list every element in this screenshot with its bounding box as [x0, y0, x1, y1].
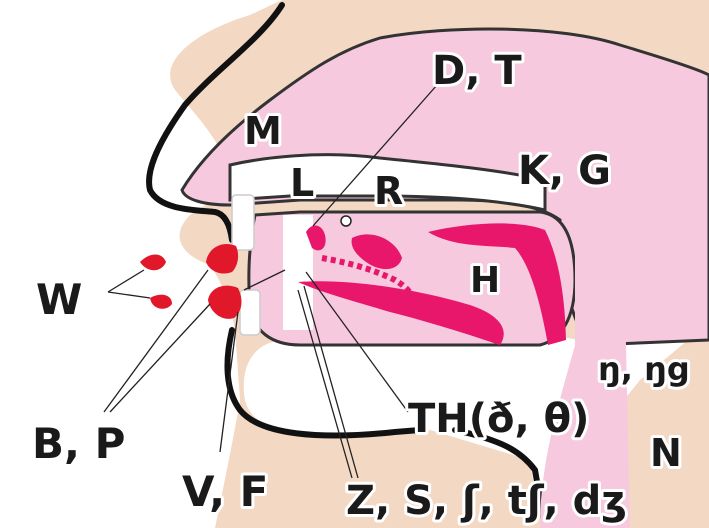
lower-teeth — [240, 290, 260, 335]
label-vf: V, F — [182, 467, 268, 516]
label-th: TH(ð, θ) — [408, 396, 589, 442]
label-l: L — [290, 161, 314, 205]
upper-teeth — [232, 195, 254, 250]
label-bp: B, P — [32, 419, 125, 468]
w-lip-upper — [140, 255, 166, 271]
label-m: M — [244, 109, 282, 153]
w-lip-lower — [150, 295, 172, 309]
label-ng: ŋ, ŋg — [598, 350, 690, 388]
label-dt: D, T — [432, 48, 522, 94]
label-r: R — [374, 169, 403, 213]
label-h: H — [470, 260, 500, 301]
label-zs: Z, S, ʃ, tʃ, dʒ — [346, 478, 627, 524]
label-kg: K, G — [518, 148, 611, 194]
lower-lip — [208, 286, 241, 319]
label-w: W — [36, 275, 82, 324]
r-target-circle — [341, 216, 351, 226]
label-n: N — [650, 431, 682, 475]
